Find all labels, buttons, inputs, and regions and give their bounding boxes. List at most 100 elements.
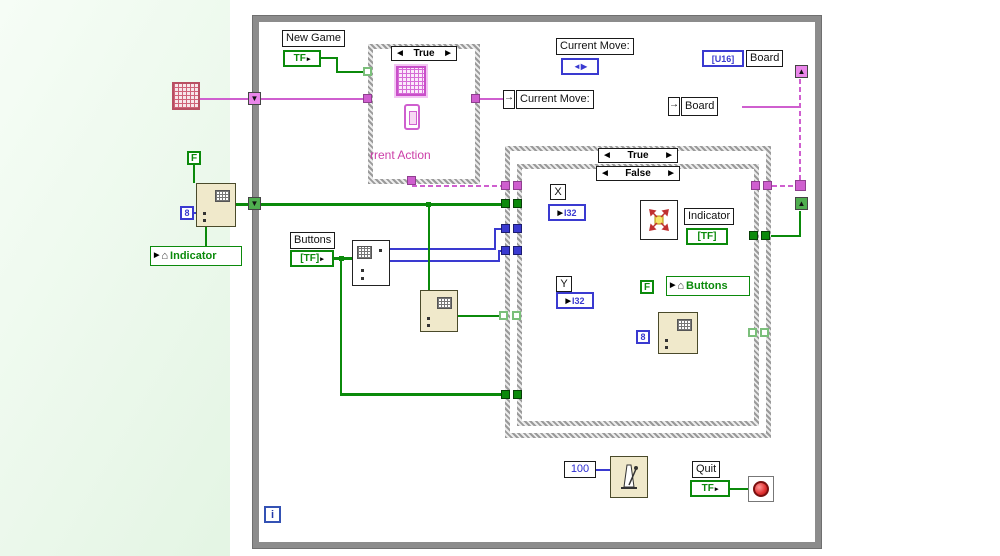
build-array-node[interactable] [658,312,698,354]
wire-buttons[interactable] [340,393,501,396]
tunnel[interactable] [763,181,772,190]
wait-constant[interactable]: 100 [564,461,596,478]
case-prev-arrow[interactable]: ◄ [600,168,610,179]
case-structure-action[interactable] [368,44,480,184]
tunnel[interactable] [471,94,480,103]
x-terminal[interactable]: ▶ I32 [548,204,586,221]
wire-new-game[interactable] [336,71,363,73]
tunnel[interactable] [499,311,508,320]
wire-y[interactable] [498,250,500,262]
wire-indicator-ref[interactable] [205,227,207,246]
wire-board[interactable] [261,98,368,100]
current-move-local-arrow[interactable] [503,90,515,109]
indicator-reference[interactable]: ▶ ⌂ Indicator [150,246,242,266]
wire-new-game[interactable] [336,57,338,73]
tunnel[interactable] [513,224,522,233]
tunnel[interactable] [760,328,769,337]
wire-bool-branch[interactable] [428,205,430,290]
tunnel[interactable] [751,181,760,190]
case-inner-selector[interactable]: ◄ False ► [596,166,680,181]
tunnel[interactable] [761,231,770,240]
case-prev-arrow[interactable]: ◄ [395,48,405,59]
wire-x[interactable] [390,248,494,250]
wire-x[interactable] [494,228,501,230]
case-next-arrow[interactable]: ► [443,48,453,59]
control-arrow-icon: ▸ [320,255,324,263]
f-constant-inner[interactable]: F [640,280,654,294]
wire-board-local[interactable] [742,106,800,108]
case-next-arrow[interactable]: ► [664,150,674,161]
slide-icon[interactable] [404,104,420,130]
board-local-arrow[interactable] [668,97,680,116]
wire-indicator[interactable] [771,235,801,237]
index-array-node[interactable] [352,240,390,286]
sub-vi-node[interactable] [420,290,458,332]
tunnel[interactable] [407,176,416,185]
tunnel[interactable] [748,328,757,337]
tunnel[interactable] [795,180,806,191]
wire-bool-main[interactable] [261,203,501,206]
current-move-local[interactable]: Current Move: [516,90,594,109]
wire-indicator[interactable] [799,211,801,237]
shift-register-left-board[interactable]: ▼ [248,92,261,105]
wire-subvi-out[interactable] [458,315,501,317]
shift-register-right-buttons[interactable]: ▲ [795,197,808,210]
picture-constant[interactable] [396,66,426,96]
loop-iteration-terminal[interactable]: i [264,506,281,523]
case-action-selector[interactable]: ◄ True ► [391,46,457,61]
current-move-terminal[interactable]: ◄▶ [561,58,599,75]
case-prev-arrow[interactable]: ◄ [602,150,612,161]
y-terminal[interactable]: ▶ I32 [556,292,594,309]
wire-f[interactable] [193,165,195,183]
shift-register-right-board[interactable]: ▲ [795,65,808,78]
board-local[interactable]: Board [681,97,719,116]
tunnel[interactable] [512,311,521,320]
wire-y[interactable] [390,260,498,262]
case-next-arrow[interactable]: ► [666,168,676,179]
wire-board-feedback[interactable] [799,79,801,182]
case-outer-selector[interactable]: ◄ True ► [598,148,678,163]
tunnel[interactable] [501,181,510,190]
board-array-constant[interactable] [172,82,200,110]
board-type-terminal[interactable]: [U16] [702,50,744,67]
tunnel[interactable] [501,246,510,255]
wire-y[interactable] [498,250,503,252]
buttons-terminal[interactable]: [TF] ▸ [290,250,334,267]
wire-x[interactable] [494,228,496,250]
shift-register-left-buttons[interactable]: ▼ [248,197,261,210]
tunnel[interactable] [513,390,522,399]
wire-new-game[interactable] [321,57,336,59]
initialize-array-node[interactable] [196,183,236,227]
metronome-icon [621,464,638,489]
while-loop[interactable] [253,16,821,548]
tunnel[interactable] [513,181,522,190]
replace-array-node[interactable] [640,200,678,240]
quit-terminal[interactable]: TF ▸ [690,480,730,497]
f-constant-left[interactable]: F [187,151,201,165]
tunnel[interactable] [749,231,758,240]
buttons-label: Buttons [290,232,336,249]
tunnel[interactable] [513,199,522,208]
stop-button[interactable] [748,476,774,502]
tunnel[interactable] [363,67,372,76]
wire-bool-main[interactable] [236,203,249,206]
tunnel[interactable] [513,246,522,255]
eight-constant-left[interactable]: 8 [180,206,194,220]
wire-quit[interactable] [730,488,748,490]
indicator-ref-label: Indicator [170,250,217,262]
wire-eight[interactable] [193,212,198,214]
buttons-reference[interactable]: ▶ ⌂ Buttons [666,276,750,296]
tunnel[interactable] [501,199,510,208]
tunnel[interactable] [501,390,510,399]
new-game-terminal[interactable]: TF ▸ [283,50,321,67]
eight-constant-inner[interactable]: 8 [636,330,650,344]
wait-ms-node[interactable] [610,456,648,498]
replace-array-icon [649,209,669,231]
wire-current-move[interactable] [480,98,503,100]
wire-buttons[interactable] [340,259,342,395]
tunnel[interactable] [363,94,372,103]
wire-board[interactable] [200,98,249,100]
wire-wait[interactable] [594,469,610,471]
indicator-terminal[interactable]: [TF] [686,228,728,245]
tunnel[interactable] [501,224,510,233]
